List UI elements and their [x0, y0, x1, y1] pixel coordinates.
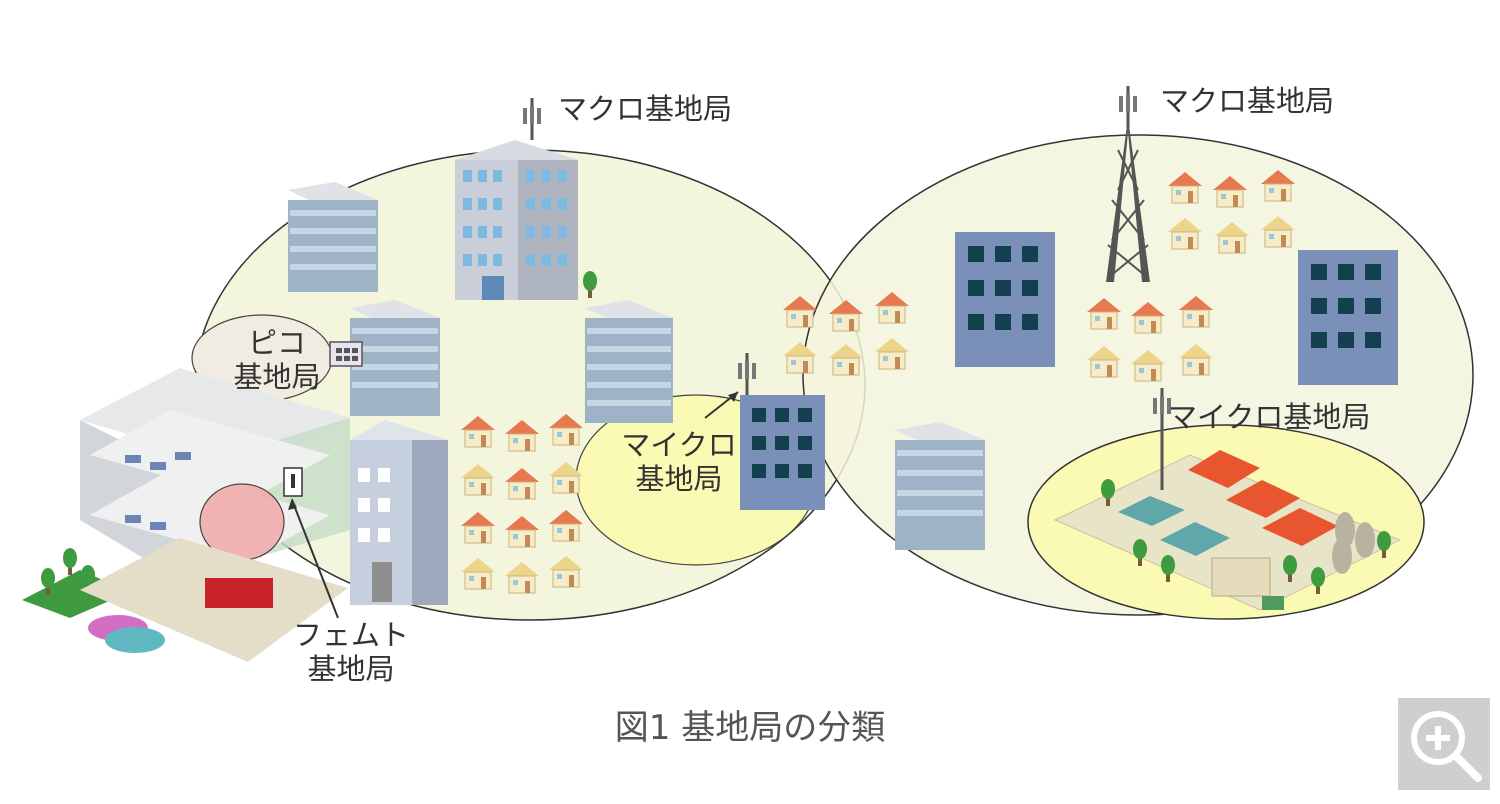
apartment-building-left: [350, 420, 448, 605]
figure-caption: 図1 基地局の分類: [614, 708, 886, 748]
pico-label: ピコ 基地局: [222, 326, 332, 394]
macro-label-right: マクロ基地局: [1160, 84, 1335, 118]
pico-label-line1: ピコ: [247, 326, 306, 360]
macro-label-left: マクロ基地局: [558, 92, 733, 126]
zoom-in-button[interactable]: [1398, 698, 1490, 790]
mixed-use-building: [22, 341, 363, 662]
factory-complex: [1053, 386, 1402, 611]
office-building-macro: [455, 96, 597, 300]
macro-tower-right: [1106, 84, 1150, 282]
micro-station-building-center: [704, 351, 825, 510]
femto-label-line1: フェムト: [292, 618, 409, 652]
femto-label: フェムト 基地局: [290, 618, 412, 686]
right-macro-buildings: [895, 169, 1398, 550]
left-office-blocks: [288, 182, 673, 423]
zoom-in-icon: [1411, 711, 1482, 782]
pico-label-line2: 基地局: [233, 360, 321, 394]
micro-label-right: マイクロ基地局: [1168, 400, 1371, 434]
micro-label-center-line1: マイクロ: [621, 428, 737, 462]
micro-label-center-line2: 基地局: [635, 462, 723, 496]
micro-label-center: マイクロ 基地局: [618, 428, 740, 496]
femto-label-line2: 基地局: [307, 652, 395, 686]
